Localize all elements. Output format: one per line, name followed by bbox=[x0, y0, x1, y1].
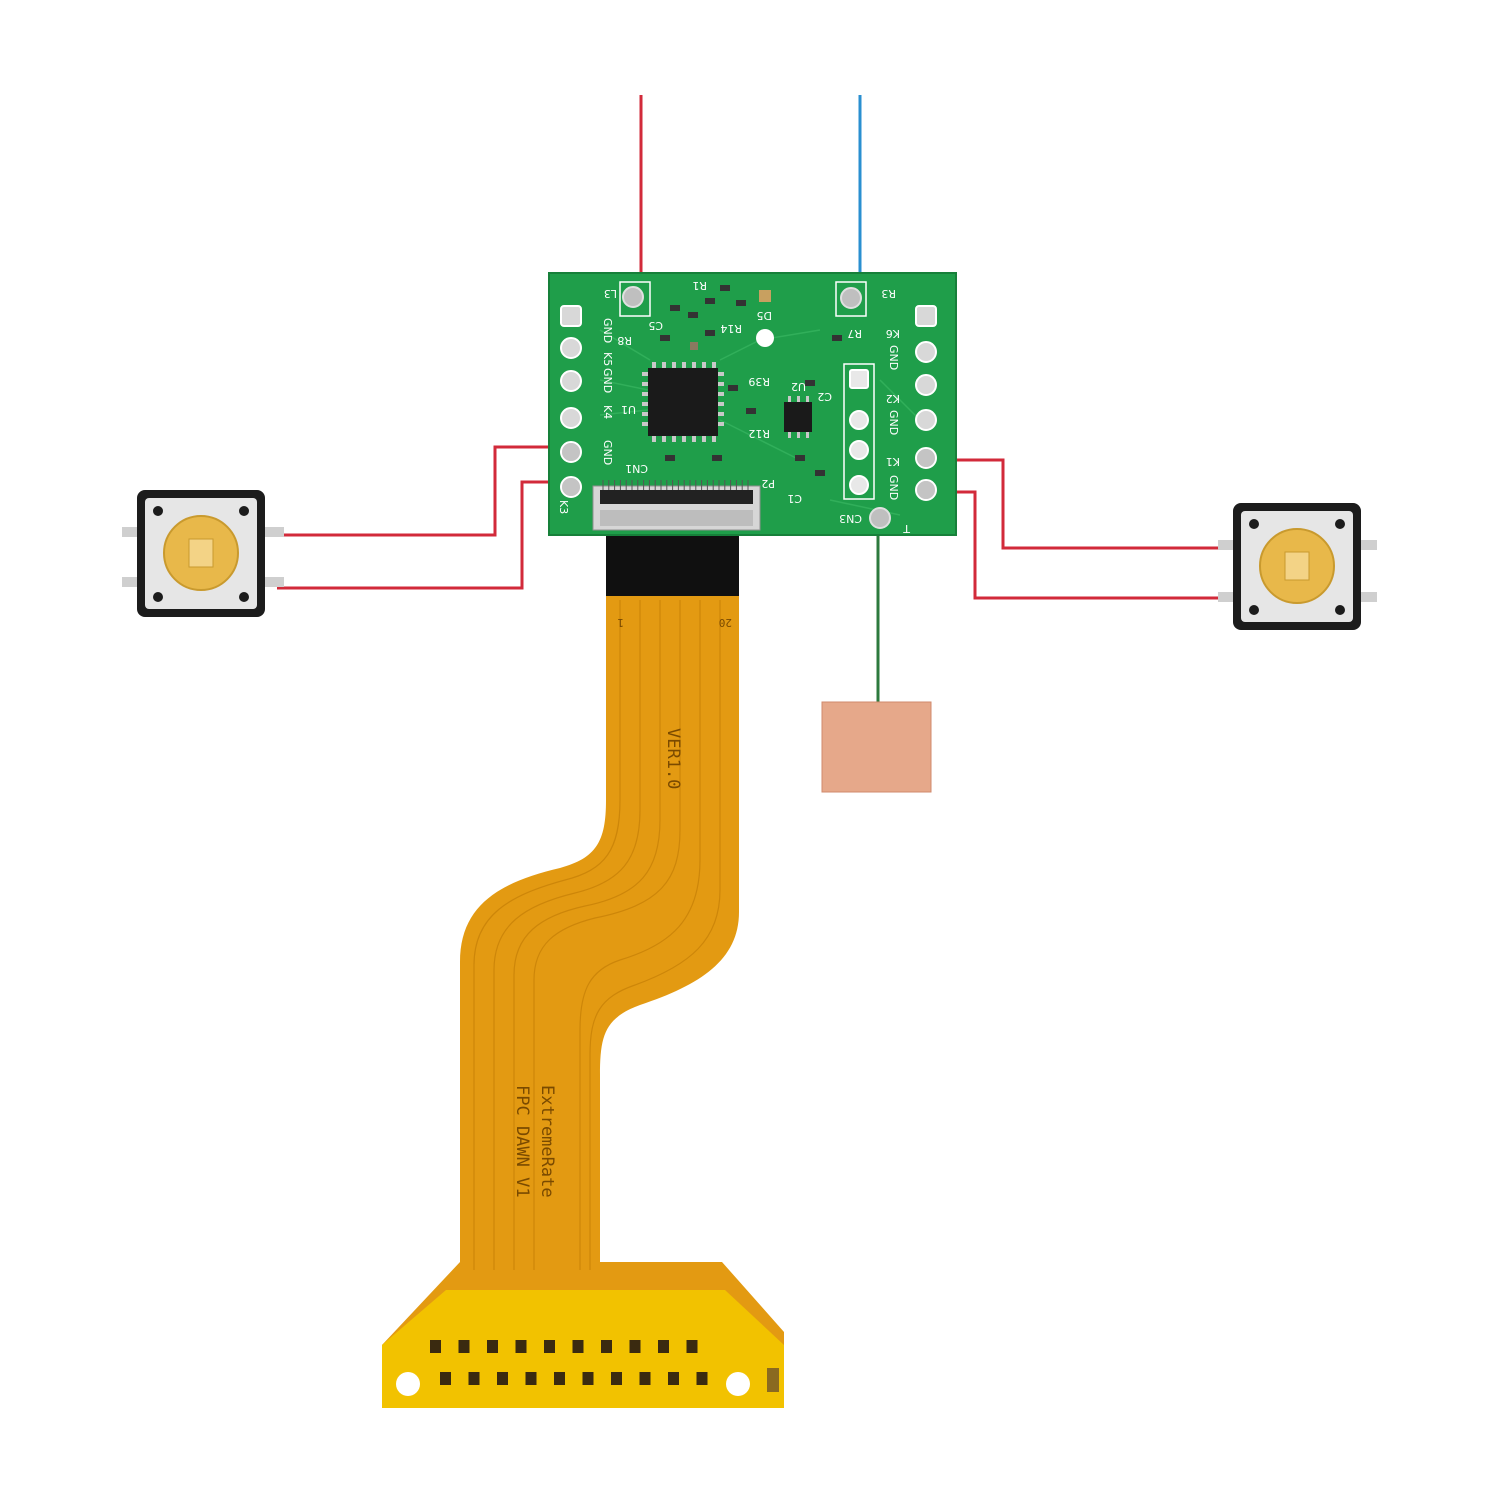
label-d5: D5 bbox=[757, 309, 772, 322]
label-cn1: CN1 bbox=[625, 462, 648, 475]
right-tactile-switch bbox=[1218, 503, 1377, 630]
left-wire-2 bbox=[277, 480, 570, 590]
flex-cable: 1 20 VER1.0 ExtremeRate FPC DAWN V1 bbox=[382, 528, 784, 1408]
label-r1: R1 bbox=[692, 279, 707, 292]
flex-pad bbox=[544, 1340, 555, 1353]
flex-version-label: VER1.0 bbox=[663, 728, 683, 789]
label-k2: K2 bbox=[886, 392, 900, 405]
label-p2: P2 bbox=[761, 477, 775, 490]
smd-components bbox=[660, 285, 842, 476]
label-l3: L3 bbox=[604, 287, 617, 300]
label-r39: R39 bbox=[748, 375, 770, 388]
middle-header bbox=[849, 369, 869, 495]
mount-hole-right bbox=[726, 1372, 750, 1396]
led-d5 bbox=[759, 290, 771, 302]
label-k5: K5 bbox=[601, 352, 614, 366]
label-t: T bbox=[903, 522, 911, 535]
blue-wire-joint bbox=[840, 287, 862, 309]
flex-pin-end: 20 bbox=[719, 616, 732, 629]
label-gnd-right-2: GND bbox=[887, 410, 900, 435]
flex-pad bbox=[572, 1340, 584, 1353]
right-wire-2 bbox=[930, 490, 1220, 600]
flex-pad bbox=[639, 1372, 651, 1385]
flex-pad bbox=[468, 1372, 480, 1385]
label-gnd-right-1: GND bbox=[887, 345, 900, 370]
label-cn3: CN3 bbox=[839, 512, 862, 525]
label-gnd-left-1: GND bbox=[601, 318, 614, 343]
right-wire-1 bbox=[930, 458, 1222, 550]
label-gnd-left-3: GND bbox=[601, 440, 614, 465]
label-r14: R14 bbox=[720, 322, 742, 335]
flex-pad bbox=[668, 1372, 679, 1385]
flex-pad bbox=[601, 1340, 612, 1353]
copper-pad bbox=[822, 702, 931, 792]
flex-pin-start: 1 bbox=[617, 616, 624, 629]
flex-stiffener bbox=[606, 528, 739, 596]
flex-pad bbox=[430, 1340, 441, 1353]
left-wire-1 bbox=[283, 445, 570, 537]
flex-pad bbox=[611, 1372, 622, 1385]
flex-pads bbox=[430, 1340, 708, 1385]
flex-pad bbox=[525, 1372, 537, 1385]
flex-pad bbox=[515, 1340, 527, 1353]
mount-hole-left bbox=[396, 1372, 420, 1396]
flex-model-label: FPC DAWN V1 bbox=[512, 1085, 532, 1198]
left-wire-joint-2 bbox=[562, 478, 580, 496]
label-k3: K3 bbox=[557, 500, 570, 514]
flex-pad bbox=[629, 1340, 641, 1353]
label-gnd-left-2: GND bbox=[601, 368, 614, 393]
main-chip-u1 bbox=[648, 368, 718, 436]
red-wire-joint bbox=[622, 286, 644, 308]
right-wire-joint-2 bbox=[917, 481, 935, 499]
flex-pad bbox=[686, 1340, 698, 1353]
label-c5: C5 bbox=[648, 319, 663, 332]
label-u2: U2 bbox=[791, 380, 806, 393]
right-wire-joint-1 bbox=[917, 449, 935, 467]
flex-pad bbox=[554, 1372, 565, 1385]
label-u1: U1 bbox=[621, 403, 636, 416]
label-r7: R7 bbox=[847, 327, 862, 340]
silkscreen: L3 R1 R3 D5 R14 R7 R8 C5 K6 R39 U2 C2 K2… bbox=[557, 279, 911, 535]
label-k4: K4 bbox=[601, 405, 614, 419]
label-k1: K1 bbox=[886, 455, 900, 468]
flex-pad bbox=[658, 1340, 669, 1353]
label-r3: R3 bbox=[881, 287, 896, 300]
flex-pad bbox=[458, 1340, 470, 1353]
label-c1: C1 bbox=[787, 492, 802, 505]
pcb-board: L3 R1 R3 D5 R14 R7 R8 C5 K6 R39 U2 C2 K2… bbox=[548, 272, 957, 536]
chip-u2 bbox=[784, 402, 812, 432]
flex-pad bbox=[487, 1340, 498, 1353]
left-tactile-switch bbox=[122, 490, 284, 617]
antenna-joint bbox=[869, 507, 891, 529]
label-r8: R8 bbox=[617, 334, 632, 347]
flex-pad bbox=[497, 1372, 508, 1385]
label-k6: K6 bbox=[886, 327, 900, 340]
flex-pad bbox=[440, 1372, 451, 1385]
label-c2: C2 bbox=[817, 390, 832, 403]
flex-brand-label: ExtremeRate bbox=[537, 1085, 557, 1198]
left-wire-joint-1 bbox=[562, 443, 580, 461]
flex-pad bbox=[582, 1372, 594, 1385]
flex-pad bbox=[696, 1372, 708, 1385]
label-gnd-right-3: GND bbox=[887, 475, 900, 500]
label-r12: R12 bbox=[748, 427, 770, 440]
pcb-mount-hole bbox=[756, 329, 774, 347]
